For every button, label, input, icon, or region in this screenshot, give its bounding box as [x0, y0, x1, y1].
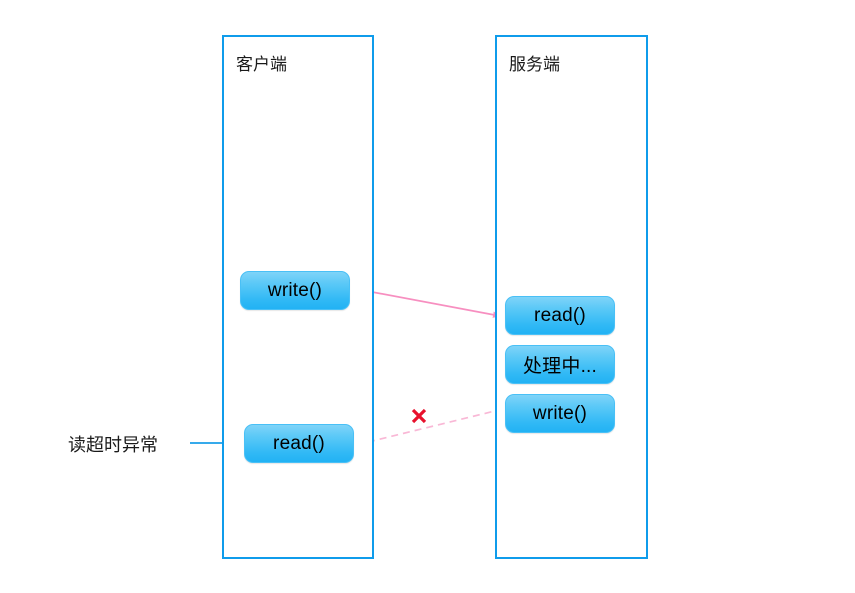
node-client-write[interactable]: write()	[240, 271, 350, 310]
node-server-processing[interactable]: 处理中...	[505, 345, 615, 384]
node-server-write[interactable]: write()	[505, 394, 615, 433]
connector-response	[359, 408, 504, 446]
lane-server-title: 服务端	[509, 55, 560, 74]
node-client-read[interactable]: read()	[244, 424, 354, 463]
connector-request	[350, 287, 501, 318]
lane-client-title: 客户端	[236, 55, 287, 74]
annotation-read-timeout-label: 读超时异常	[68, 435, 158, 455]
node-server-read[interactable]: read()	[505, 296, 615, 335]
